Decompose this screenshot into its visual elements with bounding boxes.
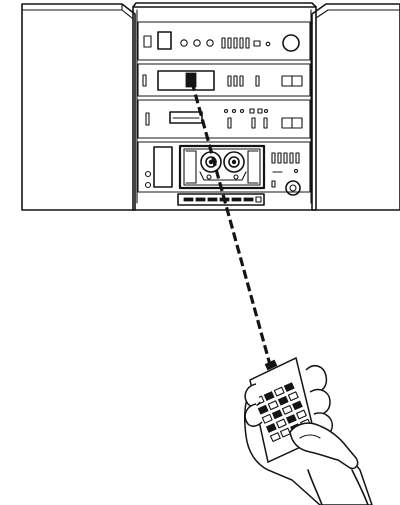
stereo-rack xyxy=(132,2,317,211)
right-speaker xyxy=(311,3,400,211)
amplifier-unit xyxy=(137,21,311,61)
remote-sensor xyxy=(185,72,197,88)
equalizer-unit xyxy=(137,99,311,139)
power-switch xyxy=(143,35,152,48)
finger-back-1 xyxy=(305,365,328,393)
finger-back-2 xyxy=(309,388,331,416)
finger-left-1 xyxy=(244,383,261,407)
right-reel xyxy=(223,151,245,173)
finger-left-2 xyxy=(244,403,263,427)
cassette-deck xyxy=(137,141,311,196)
deck-knob xyxy=(285,180,301,196)
tuner-display xyxy=(157,70,215,91)
tuner-unit xyxy=(137,63,311,97)
cassette-window xyxy=(178,144,266,190)
transport-strip xyxy=(177,193,265,206)
ir-emitter xyxy=(264,359,278,371)
thumb xyxy=(289,422,359,470)
hand-holding-remote xyxy=(244,356,373,505)
infrared-beam xyxy=(190,81,274,373)
eq-display xyxy=(169,111,203,124)
left-speaker xyxy=(21,3,136,211)
amp-knob-2 xyxy=(193,39,201,47)
amp-panel-button xyxy=(157,31,172,50)
volume-knob xyxy=(282,34,300,52)
amp-knob-1 xyxy=(180,39,188,47)
deck-panel xyxy=(153,146,173,188)
amp-knob-3 xyxy=(206,39,214,47)
